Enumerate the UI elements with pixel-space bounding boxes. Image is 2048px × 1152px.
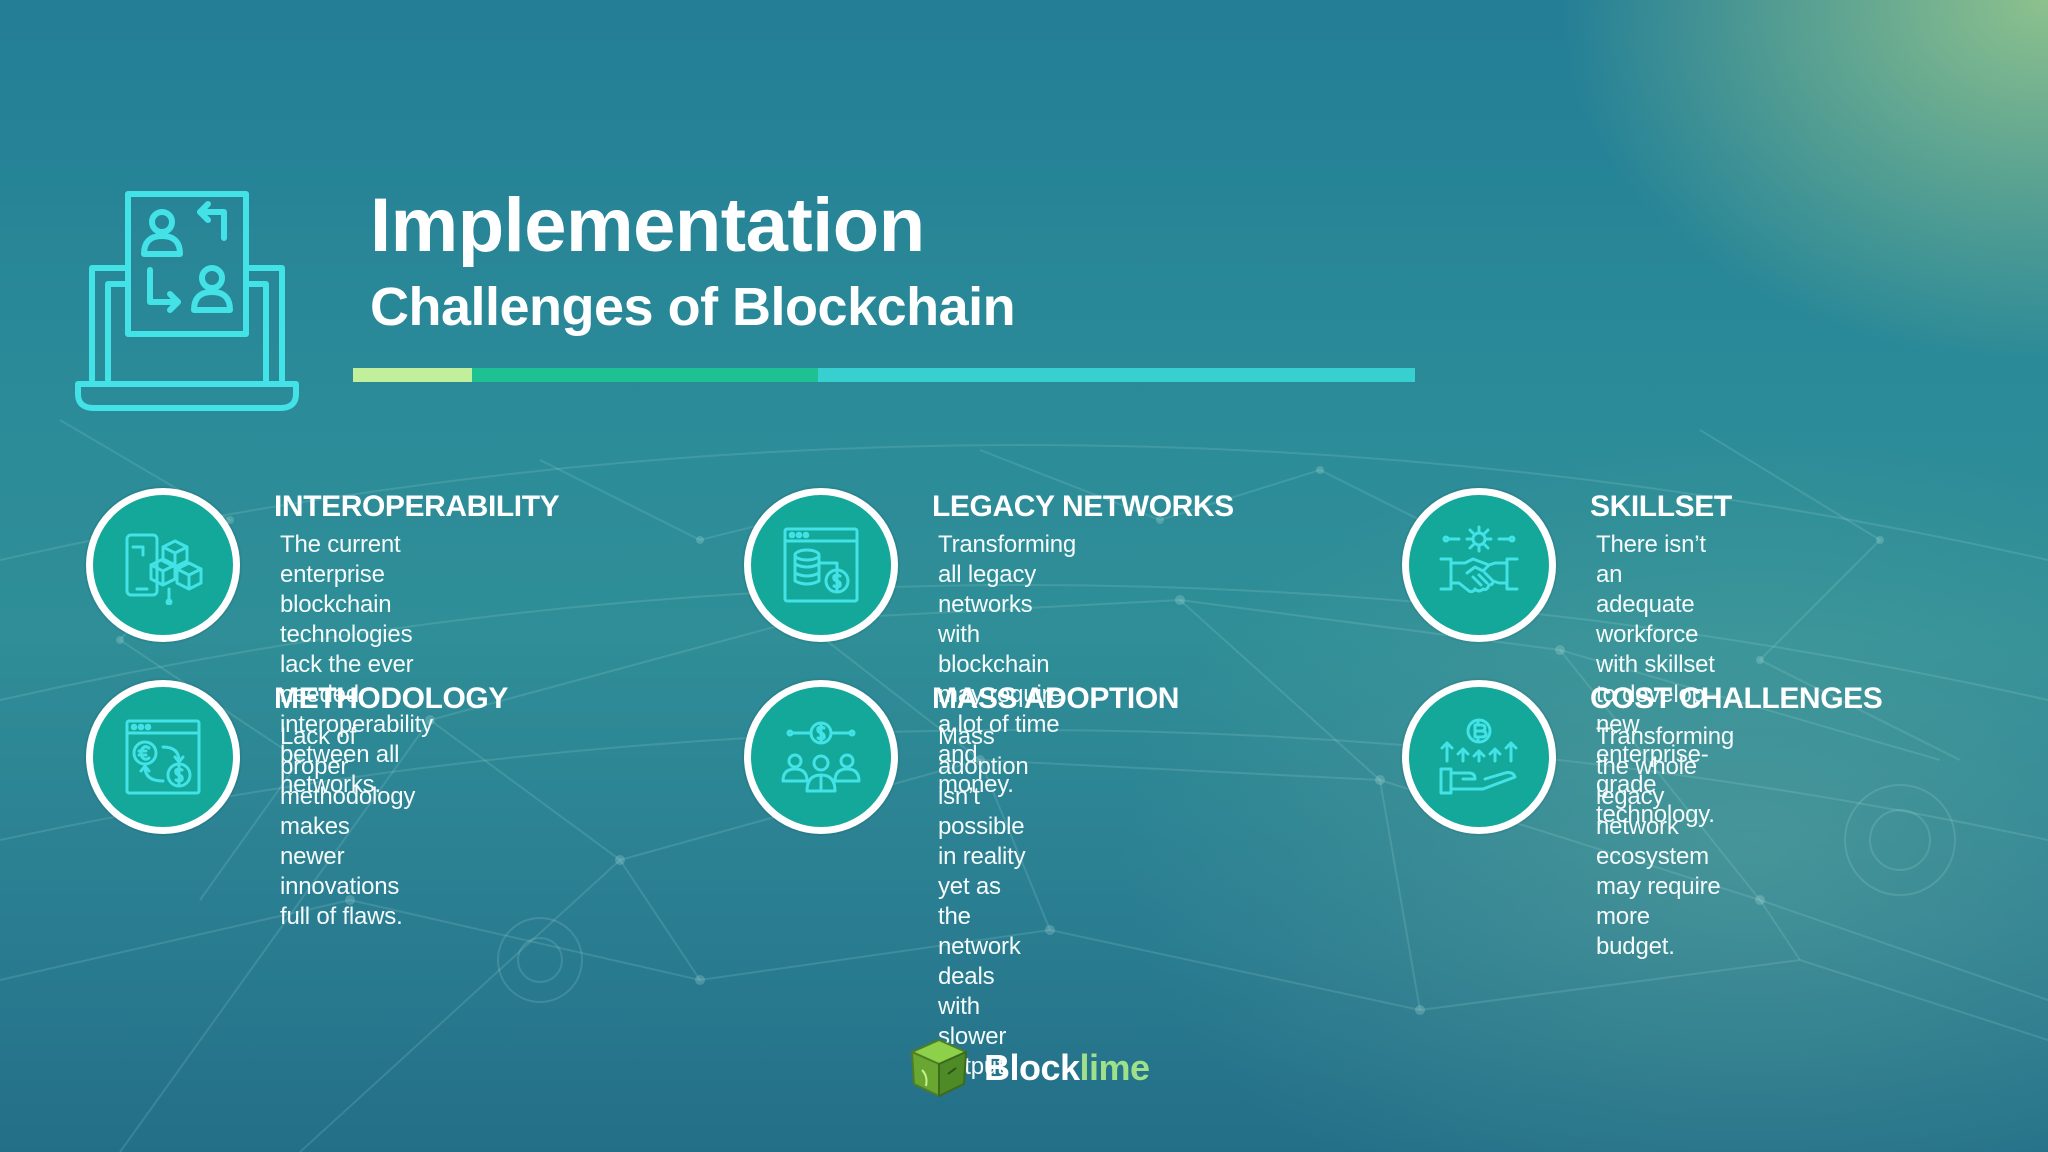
- title-underline-bar: [353, 368, 1415, 382]
- blocklime-logo: Blocklime: [908, 1036, 1150, 1100]
- card-title: LEGACY NETWORKS: [932, 490, 1234, 523]
- icon-circle: [744, 680, 898, 834]
- legacy-networks-icon: [783, 527, 859, 603]
- card-title: COST CHALLENGES: [1590, 682, 1883, 715]
- bar-segment-cyan: [818, 368, 1415, 382]
- icon-circle: [86, 488, 240, 642]
- currency-exchange-window-icon: [125, 719, 201, 795]
- bar-segment-green: [472, 368, 818, 382]
- icon-circle: [1402, 680, 1556, 834]
- icon-circle: [86, 680, 240, 834]
- card-title: METHODOLOGY: [274, 682, 508, 715]
- laptop-user-exchange-icon: [75, 191, 299, 411]
- handshake-gear-icon: [1439, 525, 1519, 594]
- card-title: SKILLSET: [1590, 490, 1732, 523]
- logo-wordmark: Blocklime: [984, 1047, 1150, 1089]
- interoperability-icon: [125, 533, 203, 605]
- cube-logo-icon: [911, 1039, 967, 1097]
- page-subtitle: Challenges of Blockchain: [370, 277, 1016, 337]
- icon-circle: [1402, 488, 1556, 642]
- card-title: INTEROPERABILITY: [274, 490, 560, 523]
- card-title: MASS ADOPTION: [932, 682, 1180, 715]
- icon-circle: [744, 488, 898, 642]
- bar-segment-lime: [353, 368, 472, 382]
- logo-text-block: Block: [984, 1047, 1080, 1088]
- page-title: Implementation: [370, 183, 925, 268]
- logo-text-lime: lime: [1079, 1047, 1151, 1088]
- people-money-icon: [781, 721, 861, 793]
- hand-bitcoin-growth-icon: [1439, 718, 1518, 795]
